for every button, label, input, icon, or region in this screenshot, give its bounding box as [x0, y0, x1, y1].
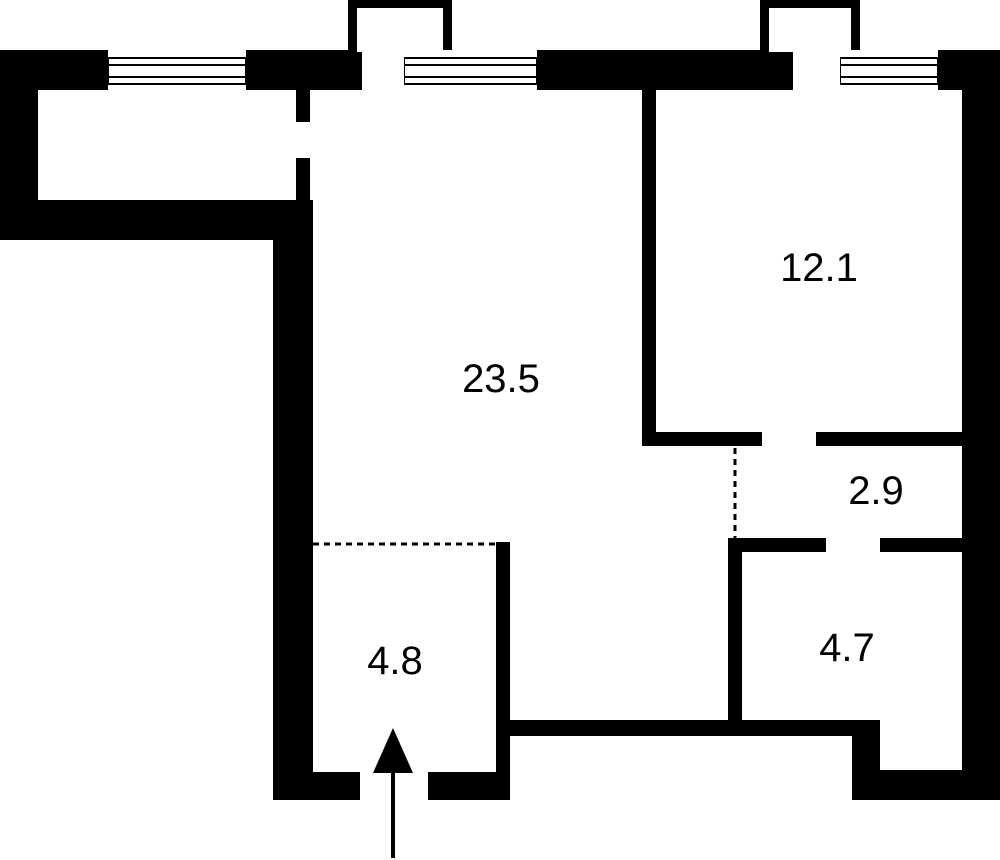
wall-bedroom-bottom-right — [816, 432, 964, 446]
zone-separators — [313, 448, 737, 546]
room-area-bedroom: 12.1 — [780, 246, 858, 290]
ducts — [348, 0, 860, 92]
windows — [107, 57, 939, 85]
wall-balcony-bottom — [0, 200, 313, 240]
arrow-up-icon — [373, 728, 413, 858]
room-labels: 23.5 12.1 2.9 4.8 4.7 — [367, 246, 904, 683]
wall-bedroom-left — [642, 88, 656, 444]
wall-bedroom-bottom-left — [642, 432, 762, 446]
wall-top-mid-left — [246, 50, 362, 90]
room-area-main-room: 23.5 — [462, 357, 540, 401]
window-balcony — [107, 57, 247, 85]
room-area-bathroom: 4.7 — [819, 626, 875, 670]
balcony-partition — [296, 88, 310, 202]
interior-walls — [496, 88, 964, 800]
wall-bath-left — [728, 538, 742, 734]
wall-bottom-left — [273, 772, 360, 800]
room-area-entry-hall: 4.8 — [367, 639, 423, 683]
wall-bottom-interior — [496, 720, 880, 736]
wall-top-mid — [537, 50, 793, 90]
window-bedroom — [839, 57, 939, 85]
room-area-corridor: 2.9 — [848, 469, 904, 513]
wall-entry-right — [496, 542, 510, 800]
wall-bath-top-right — [880, 538, 964, 552]
wall-right — [962, 50, 1000, 800]
wall-left-main — [273, 200, 313, 800]
window-main-room — [403, 57, 538, 85]
exterior-walls — [0, 50, 1000, 800]
wall-bath-top-left — [728, 538, 826, 552]
